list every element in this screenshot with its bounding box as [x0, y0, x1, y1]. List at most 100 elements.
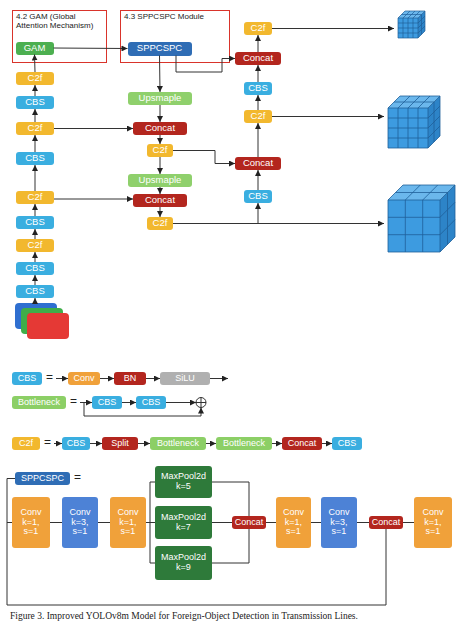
connector: [146, 523, 155, 564]
module-box: CBS: [92, 396, 122, 409]
lead-arrow: [80, 402, 92, 403]
module-box: CBS: [16, 152, 54, 165]
connector: [160, 187, 161, 194]
output-cube-small: [398, 11, 425, 38]
add-cross: [196, 398, 206, 408]
module-label: C2f: [25, 123, 46, 133]
module-box: CBS: [62, 437, 90, 450]
image-layer: [27, 313, 69, 339]
connector: [322, 443, 332, 444]
module-label: CBS: [22, 153, 48, 163]
connector: [173, 151, 235, 164]
module-label: GAM: [21, 43, 49, 53]
cube-grid: [388, 185, 455, 252]
module-label: C2f: [150, 145, 171, 155]
connector: [357, 522, 369, 523]
module-box: Bottleneck: [216, 437, 272, 450]
lead-arrow: [210, 378, 228, 379]
module-label: CBS: [22, 217, 48, 227]
module-box: C2f: [16, 239, 54, 252]
lead-arrow: [54, 443, 62, 444]
module-box: Conv k=3, s=1: [62, 497, 98, 548]
module-box: Conv k=3, s=1: [321, 497, 357, 548]
connector: [54, 48, 128, 50]
module-label: Upsmaple: [136, 175, 185, 185]
cube-grid: [398, 11, 425, 38]
module-label: Conv k=1, s=1: [414, 508, 452, 538]
module-box: C2f: [12, 437, 40, 450]
module-box: BN: [114, 372, 146, 385]
module-box: Bottleneck: [150, 437, 206, 450]
module-label: MaxPool2d k=9: [155, 553, 212, 573]
module-label: SPPCSPC: [134, 43, 185, 53]
module-box: Upsmaple: [128, 92, 192, 105]
module-label: Conv k=1, s=1: [110, 508, 146, 538]
module-label: Conv k=1, s=1: [12, 508, 50, 538]
module-box: Conv k=1, s=1: [414, 497, 452, 548]
module-label: Concat: [232, 518, 267, 528]
module-box: MaxPool2d k=5: [155, 466, 212, 498]
section-frame: 4.3 SPPCSPC ModuleSPPCSPC: [120, 10, 230, 63]
module-box: C2f: [147, 217, 173, 230]
module-label: C2f: [150, 218, 171, 228]
lead-arrow: [166, 402, 196, 403]
equals-sign: =: [74, 471, 81, 483]
connector: [212, 482, 249, 516]
frame-heading: 4.2 GAM (Global Attention Mechanism): [13, 11, 106, 31]
module-label: Conv k=3, s=1: [321, 508, 357, 538]
equals-sign: =: [44, 436, 51, 448]
module-box: Conv: [68, 372, 100, 385]
module-label: CBS: [64, 439, 89, 449]
module-label: SPPCSPC: [18, 474, 67, 484]
input-image: [15, 303, 69, 339]
module-box: CBS: [136, 396, 166, 409]
module-label: C2f: [25, 73, 46, 83]
module-box: Concat: [232, 516, 266, 529]
connector: [146, 522, 155, 523]
module-label: Bottleneck: [15, 398, 63, 408]
module-label: CBS: [22, 97, 48, 107]
connector: [258, 95, 259, 110]
connector: [35, 204, 36, 216]
module-label: Bottleneck: [154, 439, 202, 449]
connector: [159, 56, 161, 93]
module-label: CBS: [245, 83, 271, 93]
module-box: CBS: [16, 262, 54, 275]
module-label: Conv k=1, s=1: [276, 508, 311, 538]
module-label: CBS: [22, 286, 48, 296]
connector: [160, 157, 161, 174]
connector: [212, 529, 249, 563]
module-box: C2f: [244, 22, 272, 35]
connector: [35, 252, 36, 262]
connector: [138, 443, 150, 444]
module-label: Conv: [70, 374, 97, 384]
output-arrow: [272, 28, 394, 29]
module-box: Concat: [133, 122, 187, 135]
module-box: CBS: [244, 82, 272, 95]
module-label: MaxPool2d k=7: [155, 513, 212, 533]
equals-sign: =: [46, 371, 53, 383]
module-label: Concat: [240, 53, 276, 63]
module-box: Split: [102, 437, 138, 450]
connector: [35, 109, 36, 122]
connector: [258, 35, 259, 52]
connector: [258, 123, 259, 157]
module-box: Concat: [282, 437, 322, 450]
frame-heading: 4.3 SPPCSPC Module: [121, 11, 229, 22]
connector: [35, 165, 36, 191]
cube-face: [388, 200, 440, 252]
output-cube-large: [388, 185, 455, 252]
output-arrow: [258, 223, 384, 224]
connector: [258, 65, 259, 82]
connector: [122, 402, 136, 403]
input-arrow: [35, 298, 36, 303]
module-box: C2f: [16, 122, 54, 135]
module-label: Conv k=3, s=1: [62, 508, 98, 538]
module-label: CBS: [22, 263, 48, 273]
module-box: Concat: [235, 157, 281, 170]
module-box: C2f: [147, 144, 173, 157]
module-label: SiLU: [172, 374, 198, 384]
connector: [35, 275, 36, 285]
connector: [176, 56, 235, 73]
module-label: Concat: [240, 158, 276, 168]
